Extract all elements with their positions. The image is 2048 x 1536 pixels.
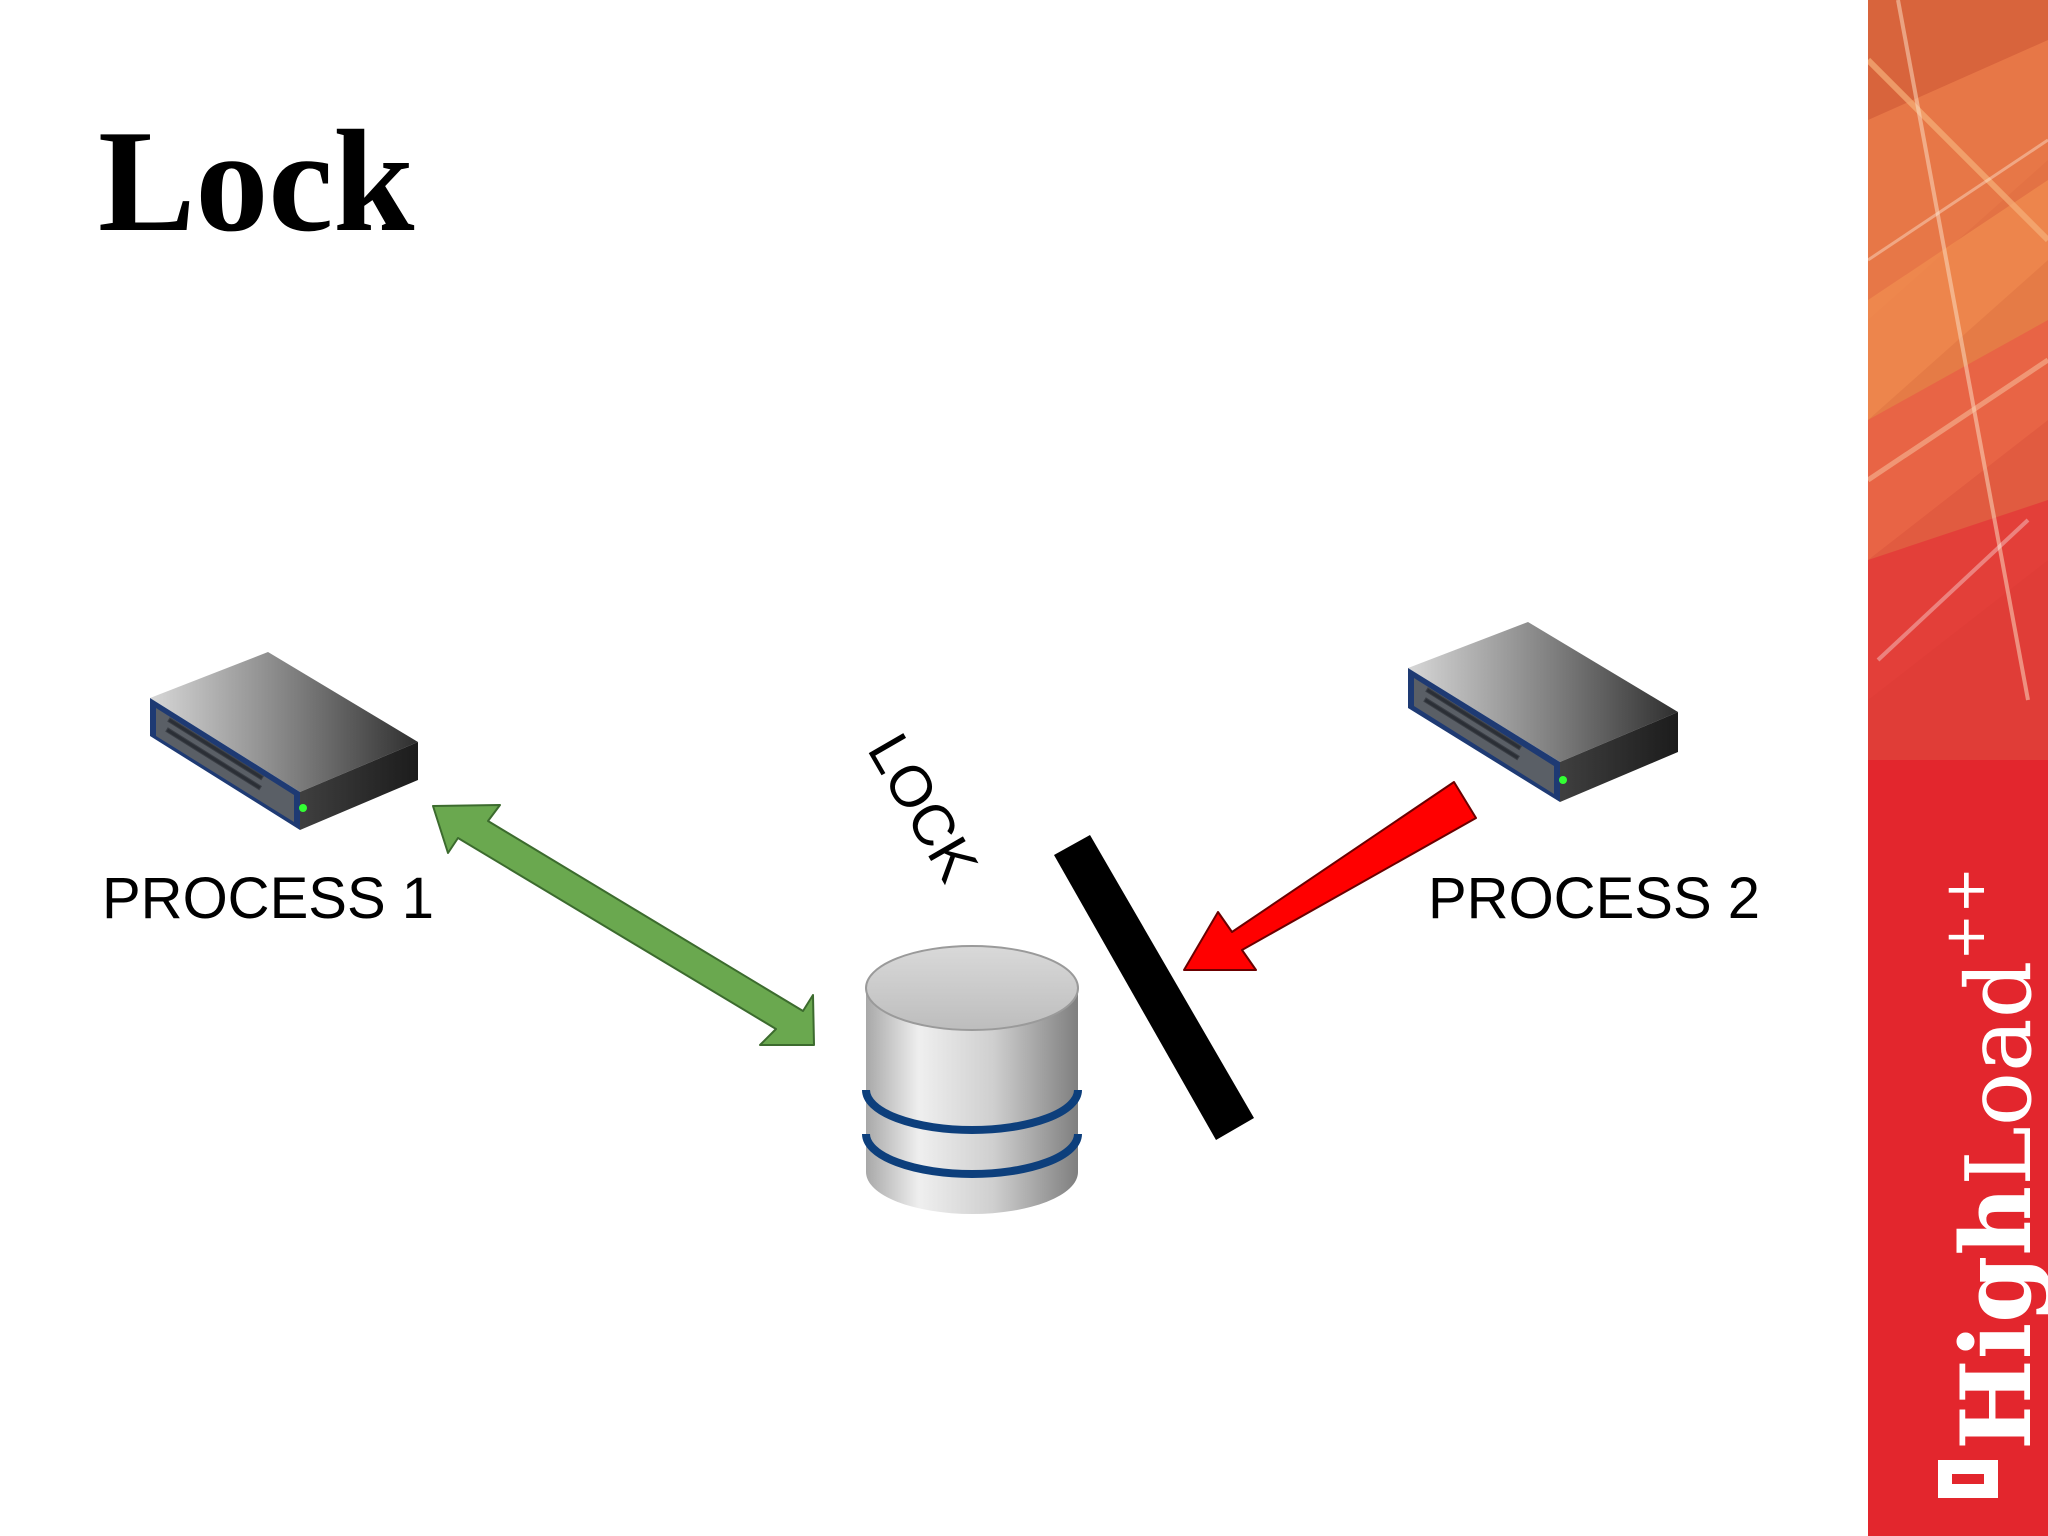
decorative-pattern	[1868, 0, 2048, 760]
server-icon	[1408, 622, 1678, 802]
brand-strip: HighLoad++	[1868, 0, 2048, 1536]
logo-mark-icon	[1938, 1460, 1998, 1498]
process-2-label: PROCESS 2	[1428, 866, 1760, 931]
brand-word-load: Load	[1947, 960, 2048, 1186]
brand-word-high: High	[1940, 1185, 2048, 1450]
access-arrow	[432, 804, 815, 1046]
database-icon	[862, 945, 1082, 1214]
lock-bar	[1054, 835, 1254, 1140]
brand-plus: ++	[1933, 866, 1998, 961]
highload-logo: HighLoad++	[1868, 760, 2048, 1536]
server-icon	[150, 652, 418, 830]
slide-title: Lock	[98, 100, 415, 262]
blocked-arrow	[1183, 781, 1477, 971]
process-1-label: PROCESS 1	[102, 866, 434, 931]
